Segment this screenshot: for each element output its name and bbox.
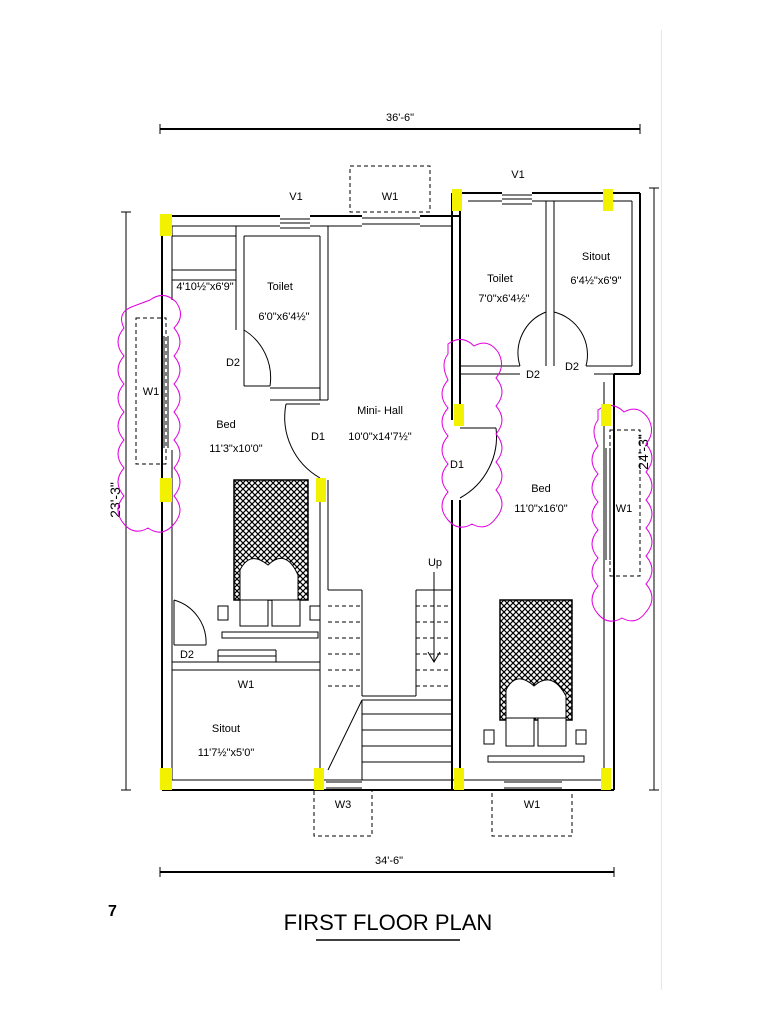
window-w1-left: W1 [135,317,169,465]
window-w1-bottom: W1 [491,781,573,837]
door-d1-right-label: D1 [450,459,464,471]
door-d1-hall: D1 [284,403,325,479]
door-d2-toilet-right-label: D2 [526,369,540,381]
window-w1-sitout-label: W1 [238,679,255,691]
drawing-title: FIRST FLOOR PLAN [284,910,493,935]
room-sitout-right-size: 6'4½"x6'9" [570,275,621,287]
dimension-bottom: 34'-6" [159,855,615,877]
window-w1-top-label: W1 [382,191,399,203]
window-w3-bottom: W3 [313,781,373,837]
window-w1-right: W1 [605,429,641,577]
revision-clouds [117,295,653,622]
door-d1-right: D1 [450,427,498,499]
dimension-top: 36'-6" [159,112,641,134]
structural-columns [160,189,613,790]
door-d2-sitout-right: D2 [553,311,588,373]
window-w3-bottom-label: W3 [335,799,352,811]
page-edge-line [661,30,662,990]
window-w1-right-label: W1 [616,503,633,515]
door-d2-toilet-left-label: D2 [226,357,240,369]
dimension-left: 23'-3" [107,211,131,791]
room-toilet-left-name: Toilet [267,281,293,293]
room-sitout-right-name: Sitout [582,251,610,263]
door-d2-sitout-right-label: D2 [565,361,579,373]
dimension-top-label: 36'-6" [386,112,414,124]
ventilator-v1-right-label: V1 [511,169,524,181]
room-mini-hall-size: 10'0"x14'7½" [348,431,411,443]
room-toilet-right-size: 7'0"x6'4½" [478,293,529,305]
window-w1-top: W1 [349,165,431,225]
staircase: Up [327,557,452,780]
ventilator-v1-left-label: V1 [289,191,302,203]
bed-right-furniture [483,599,587,763]
room-sitout-left-size: 11'7½"x5'0" [198,747,255,759]
stair-up-label: Up [428,557,442,569]
window-w1-sitout: W1 [217,649,277,691]
window-w1-bottom-label: W1 [524,799,541,811]
door-d2-sitout-left-label: D2 [180,649,194,661]
room-bed-left-name: Bed [216,419,236,431]
outer-walls [161,192,641,791]
room-bed-right-size: 11'0"x16'0" [514,503,567,515]
room-toilet-left-size: 6'0"x6'4½" [258,311,309,323]
ventilator-v1-left: V1 [280,191,310,229]
room-bed-right-name: Bed [531,483,551,495]
room-sitout-left-name: Sitout [212,723,240,735]
door-d1-hall-label: D1 [311,431,325,443]
window-w1-left-label: W1 [143,386,160,398]
dimension-left-label: 23'-3" [107,482,123,518]
room-bed-left-size: 11'3"x10'0" [209,443,262,455]
door-d2-toilet-right: D2 [517,311,547,381]
room-toilet-right-name: Toilet [487,273,513,285]
dimension-right: 24'-3" [635,187,659,791]
room-mini-hall-name: Mini- Hall [357,405,403,417]
door-d2-toilet-left: D2 [226,329,272,387]
bed-left-furniture [217,479,321,639]
room-store-size: 4'10½"x6'9" [176,281,233,293]
corner-mark: 7 [108,903,117,920]
ventilator-v1-right: V1 [502,169,532,205]
interior-walls [172,193,632,790]
door-d2-sitout-left: D2 [173,599,207,661]
dimension-bottom-label: 34'-6" [375,855,403,867]
